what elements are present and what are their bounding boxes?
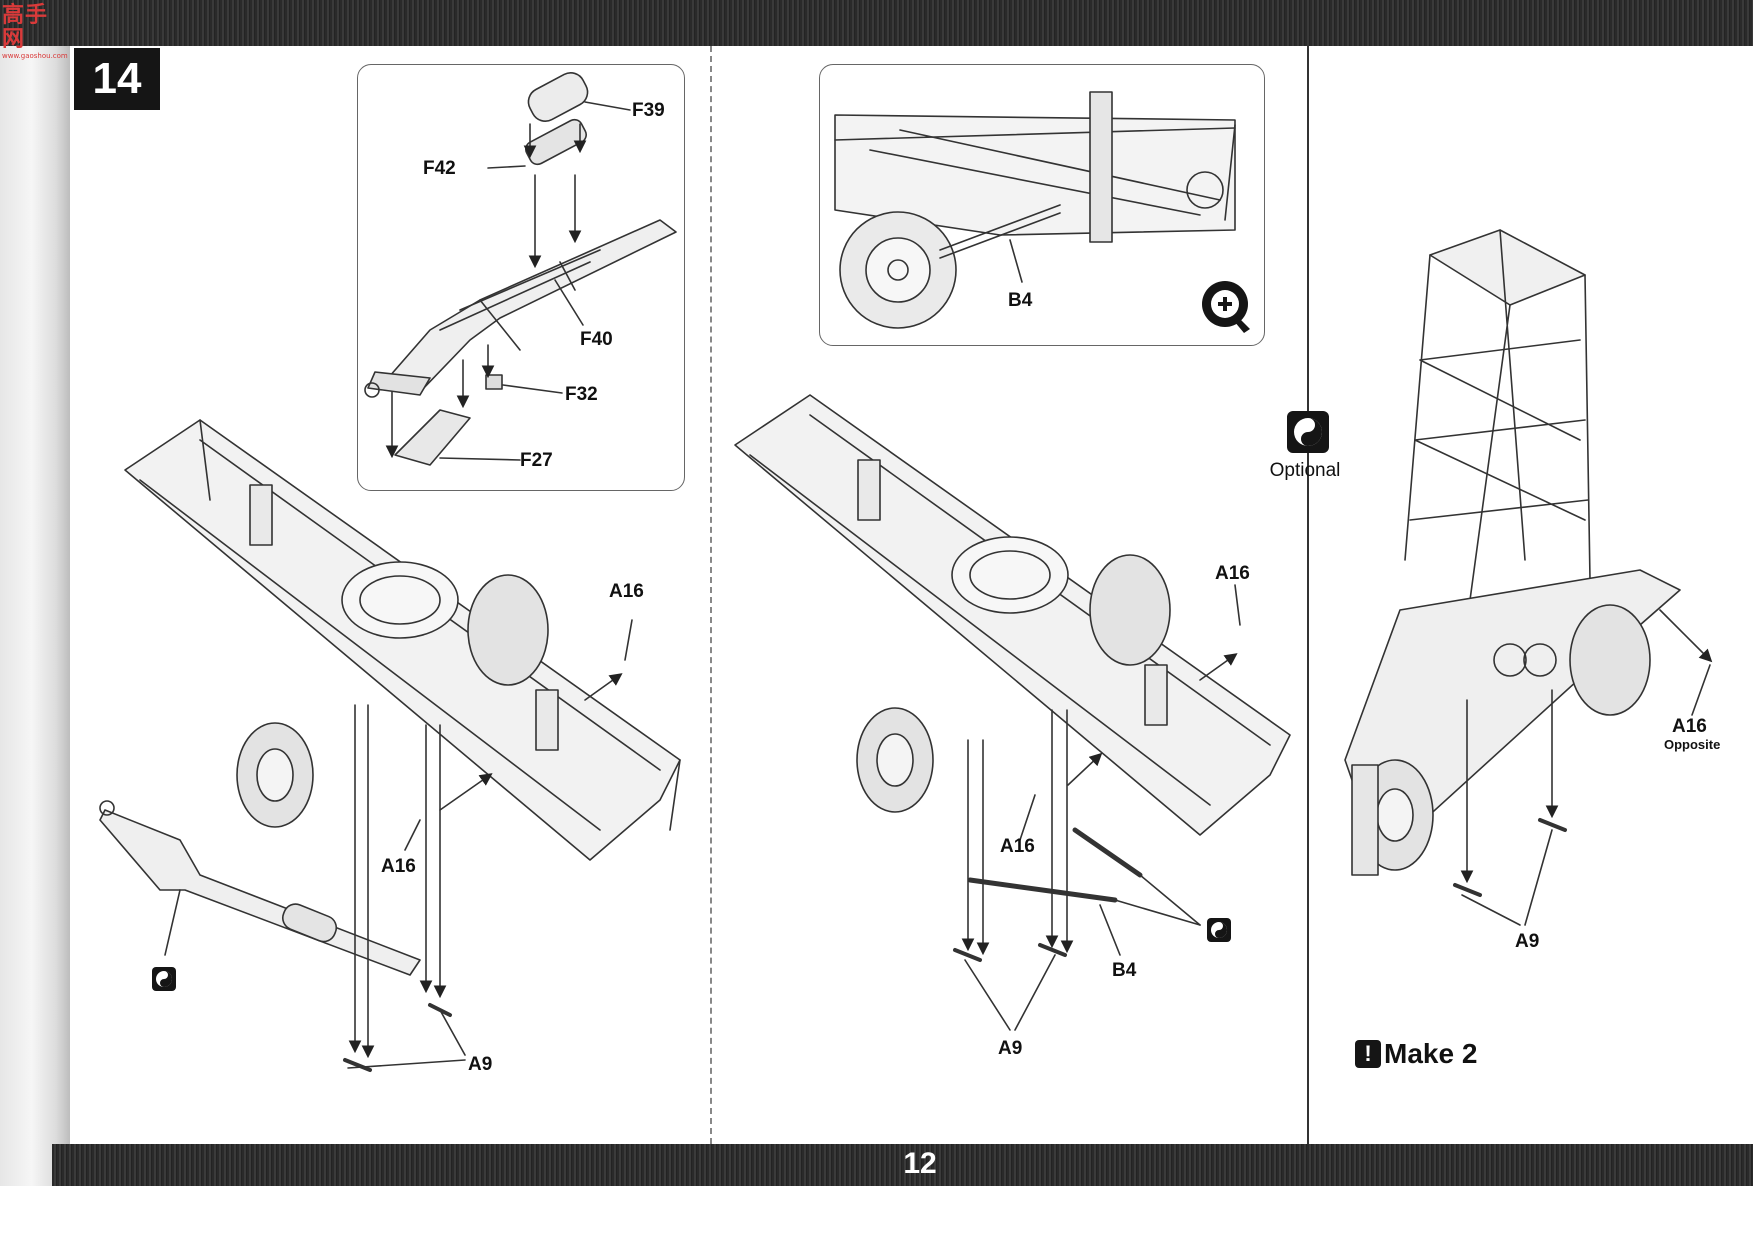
site-watermark-logo: 高手网 www.gaoshou.com <box>2 3 68 61</box>
part-label-a16-middle: A16 <box>1215 563 1250 584</box>
optional-part-icon <box>152 967 176 991</box>
column-divider-dashed <box>710 46 712 1144</box>
part-label-a9-middle: A9 <box>998 1038 1023 1059</box>
warning-icon: ! <box>1355 1040 1381 1068</box>
part-label-f40: F40 <box>580 329 613 350</box>
make-quantity-text: Make 2 <box>1384 1038 1478 1069</box>
left-chassis-drawing <box>99 419 681 1072</box>
part-label-a9-right: A9 <box>1515 931 1540 952</box>
optional-part-icon <box>1287 411 1329 453</box>
zoom-in-icon <box>1202 281 1250 333</box>
part-label-a9-left: A9 <box>468 1054 493 1075</box>
part-label-f32: F32 <box>565 384 598 405</box>
part-note-opposite: Opposite <box>1664 737 1721 752</box>
wheel-strut-detail-drawing <box>834 91 1236 329</box>
part-label-a16-right: A16 <box>1672 716 1707 737</box>
bottom-scan-band <box>52 1144 1753 1186</box>
part-label-a16-left: A16 <box>609 581 644 602</box>
top-scan-band <box>0 0 1753 46</box>
part-label-a16-middle-lower: A16 <box>1000 836 1035 857</box>
part-label-b4-middle: B4 <box>1112 960 1137 981</box>
middle-chassis-drawing <box>734 394 1291 1031</box>
part-label-f39: F39 <box>632 100 665 121</box>
part-label-f42: F42 <box>423 158 456 179</box>
right-tower-drawing <box>1344 229 1713 926</box>
make-quantity-note: ! Make 2 <box>1355 1038 1477 1070</box>
part-label-a16-left-lower: A16 <box>381 856 416 877</box>
binding-spine <box>0 46 70 1186</box>
page-number: 12 <box>903 1147 937 1180</box>
drawbar-exploded-drawing <box>364 72 677 466</box>
step-number-badge: 14 <box>74 48 160 110</box>
detail-panel-drawbar <box>357 64 685 491</box>
optional-part-icon <box>1207 918 1231 942</box>
part-label-f27: F27 <box>520 450 553 471</box>
column-divider-solid <box>1307 46 1309 1144</box>
optional-legend-label: Optional <box>1269 460 1341 481</box>
part-label-b4-detail: B4 <box>1008 290 1033 311</box>
